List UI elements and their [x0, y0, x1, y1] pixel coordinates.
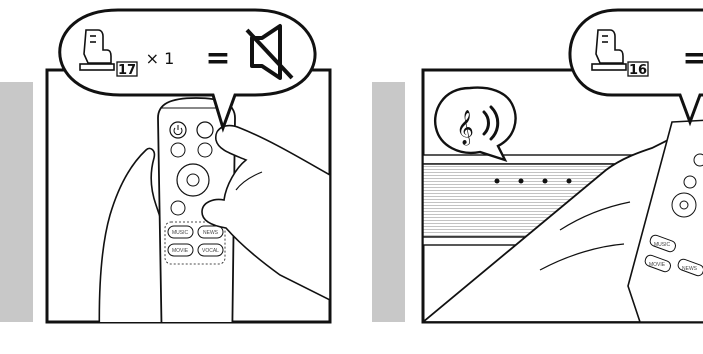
label-movie: MOVIE — [172, 248, 189, 254]
label-news: NEWS — [203, 230, 219, 236]
side-bar-right — [372, 82, 405, 322]
equals-sign-right: = — [682, 41, 703, 76]
step-panel-music: MUSIC MOVIE NEWS 𝄞 16 = — [372, 10, 703, 322]
label-news: NEWS — [682, 266, 698, 272]
button-number-17: 17 — [118, 63, 136, 78]
label-music: MUSIC — [172, 230, 189, 236]
press-count: × 1 — [146, 49, 175, 68]
mute-button — [197, 122, 213, 138]
label-music: MUSIC — [654, 242, 671, 248]
label-vocal: VOCAL — [202, 248, 219, 254]
label-movie: MOVIE — [649, 262, 666, 268]
step-panel-mute: MUSIC NEWS MOVIE VOCAL 17 × 1 = — [0, 10, 330, 354]
side-bar-left — [0, 82, 33, 322]
treble-clef-icon: 𝄞 — [456, 110, 474, 146]
indicator-light — [543, 179, 548, 184]
indicator-light — [519, 179, 524, 184]
indicator-light — [495, 179, 500, 184]
button-number-16: 16 — [629, 63, 647, 78]
indicator-light — [567, 179, 572, 184]
equals-sign-left: = — [205, 41, 230, 76]
